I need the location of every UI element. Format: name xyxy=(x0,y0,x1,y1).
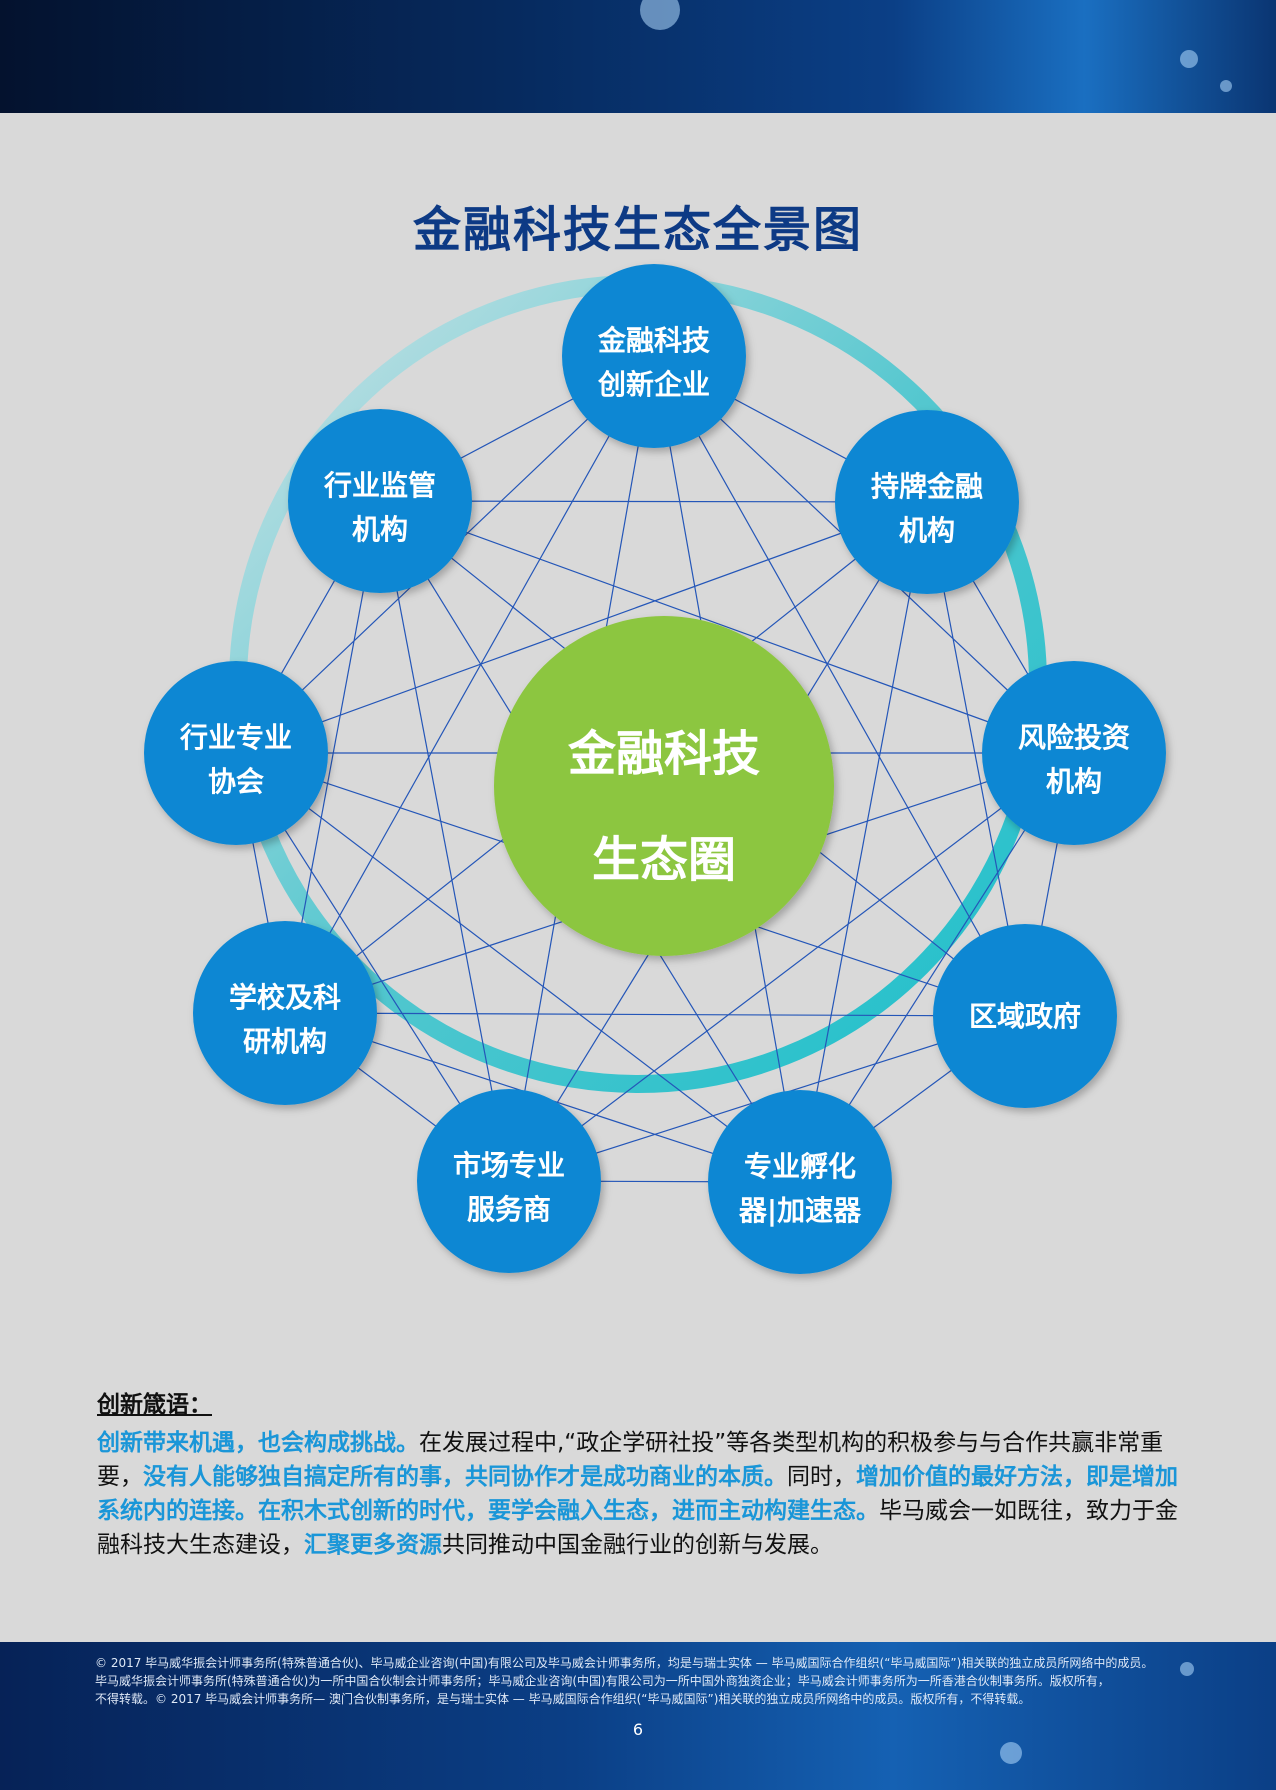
connection-line xyxy=(379,500,510,1182)
node-circle xyxy=(288,409,472,593)
node-group: 金融科技创新企业持牌金融机构风险投资机构区域政府专业孵化器|加速器市场专业服务商… xyxy=(144,264,1166,1274)
copyright-line: © 2017 毕马威华振会计师事务所(特殊普通合伙)、毕马威企业咨询(中国)有限… xyxy=(95,1656,1154,1670)
copyright-line: 毕马威华振会计师事务所(特殊普通合伙)为一所中国合伙制会计师事务所；毕马威企业咨… xyxy=(95,1674,1110,1688)
header-banner xyxy=(0,0,1276,113)
footer-banner xyxy=(0,1642,1276,1790)
node-circle xyxy=(933,924,1117,1108)
connection-line xyxy=(235,501,928,754)
node-label-line2: 机构 xyxy=(1046,765,1102,798)
center-label-line1: 金融科技 xyxy=(567,726,760,782)
connection-line xyxy=(799,501,928,1183)
quote-text: 同时， xyxy=(787,1464,856,1490)
center-circle: 金融科技 生态圈 xyxy=(494,616,834,956)
page-number: 6 xyxy=(632,1720,644,1739)
connection-line xyxy=(284,355,655,1014)
decorative-light xyxy=(640,0,680,30)
node-label-line1: 金融科技 xyxy=(597,324,710,357)
node-circle xyxy=(144,661,328,845)
connection-line xyxy=(235,752,801,1183)
quote-text: 在发展过程中,“政企学研社投”等各类型机构的积极参与与合作共赢非常重要， xyxy=(97,1430,1164,1490)
node-label-line1: 行业监管 xyxy=(323,469,436,502)
ecosystem-diagram: 金融科技 生态圈 金融科技创新企业持牌金融机构风险投资机构区域政府专业孵化器|加… xyxy=(144,264,1166,1274)
node-label-line2: 机构 xyxy=(899,514,955,547)
center-label-line2: 生态圈 xyxy=(592,832,736,888)
connection-line xyxy=(653,355,1026,1017)
decorative-light xyxy=(1180,1662,1194,1676)
copyright-notice: © 2017 毕马威华振会计师事务所(特殊普通合伙)、毕马威企业咨询(中国)有限… xyxy=(95,1654,1185,1708)
decorative-light xyxy=(1180,50,1198,68)
ecosystem-node: 区域政府 xyxy=(933,924,1117,1108)
node-circle xyxy=(417,1089,601,1273)
node-circle xyxy=(562,264,746,448)
quote-block: 创新箴语： 创新带来机遇，也会构成挑战。在发展过程中,“政企学研社投”等各类型机… xyxy=(97,1388,1189,1562)
node-label-line2: 协会 xyxy=(208,765,264,798)
decorative-light xyxy=(1220,80,1232,92)
connection-line xyxy=(284,1012,1026,1017)
node-label-line1: 区域政府 xyxy=(969,1000,1081,1033)
decorative-light xyxy=(1000,1742,1022,1764)
page-title: 金融科技生态全景图 xyxy=(412,202,863,258)
node-circle xyxy=(708,1090,892,1274)
node-label-line2: 创新企业 xyxy=(597,368,710,401)
node-circle xyxy=(982,661,1166,845)
center-circle-shape xyxy=(494,616,834,956)
node-label-line2: 机构 xyxy=(352,513,408,546)
node-label-line1: 市场专业 xyxy=(453,1149,565,1182)
node-label-line2: 研机构 xyxy=(243,1025,327,1058)
node-label-line1: 行业专业 xyxy=(179,721,292,754)
quote-highlight: 汇聚更多资源 xyxy=(304,1532,442,1558)
node-circle xyxy=(835,410,1019,594)
quote-text: 毕马威会一如既往，致力于金融科技大生态建设， xyxy=(97,1498,1178,1558)
node-label-line2: 器|加速器 xyxy=(738,1194,862,1227)
quote-highlight: 创新带来机遇，也会构成挑战。 xyxy=(97,1430,419,1456)
quote-heading: 创新箴语： xyxy=(97,1392,212,1418)
quote-highlight: 增加价值的最好方法，即是增加系统内的连接。在积木式创新的时代，要学会融入生态，进… xyxy=(97,1464,1178,1524)
quote-highlight: 没有人能够独自搞定所有的事，共同协作才是成功商业的本质。 xyxy=(143,1464,787,1490)
quote-body: 创新带来机遇，也会构成挑战。在发展过程中,“政企学研社投”等各类型机构的积极参与… xyxy=(97,1426,1189,1562)
copyright-line: 不得转载。© 2017 毕马威会计师事务所— 澳门合伙制事务所，是与瑞士实体 —… xyxy=(95,1692,1031,1706)
node-label-line1: 持牌金融 xyxy=(871,470,983,503)
connection-line xyxy=(379,500,1075,754)
node-label-line2: 服务商 xyxy=(467,1193,551,1226)
connection-line xyxy=(508,752,1075,1182)
node-label-line1: 专业孵化 xyxy=(744,1150,856,1183)
node-circle xyxy=(193,921,377,1105)
quote-text: 共同推动中国金融行业的创新与发展。 xyxy=(442,1532,833,1558)
node-label-line1: 学校及科 xyxy=(229,981,341,1014)
node-label-line1: 风险投资 xyxy=(1018,721,1130,754)
